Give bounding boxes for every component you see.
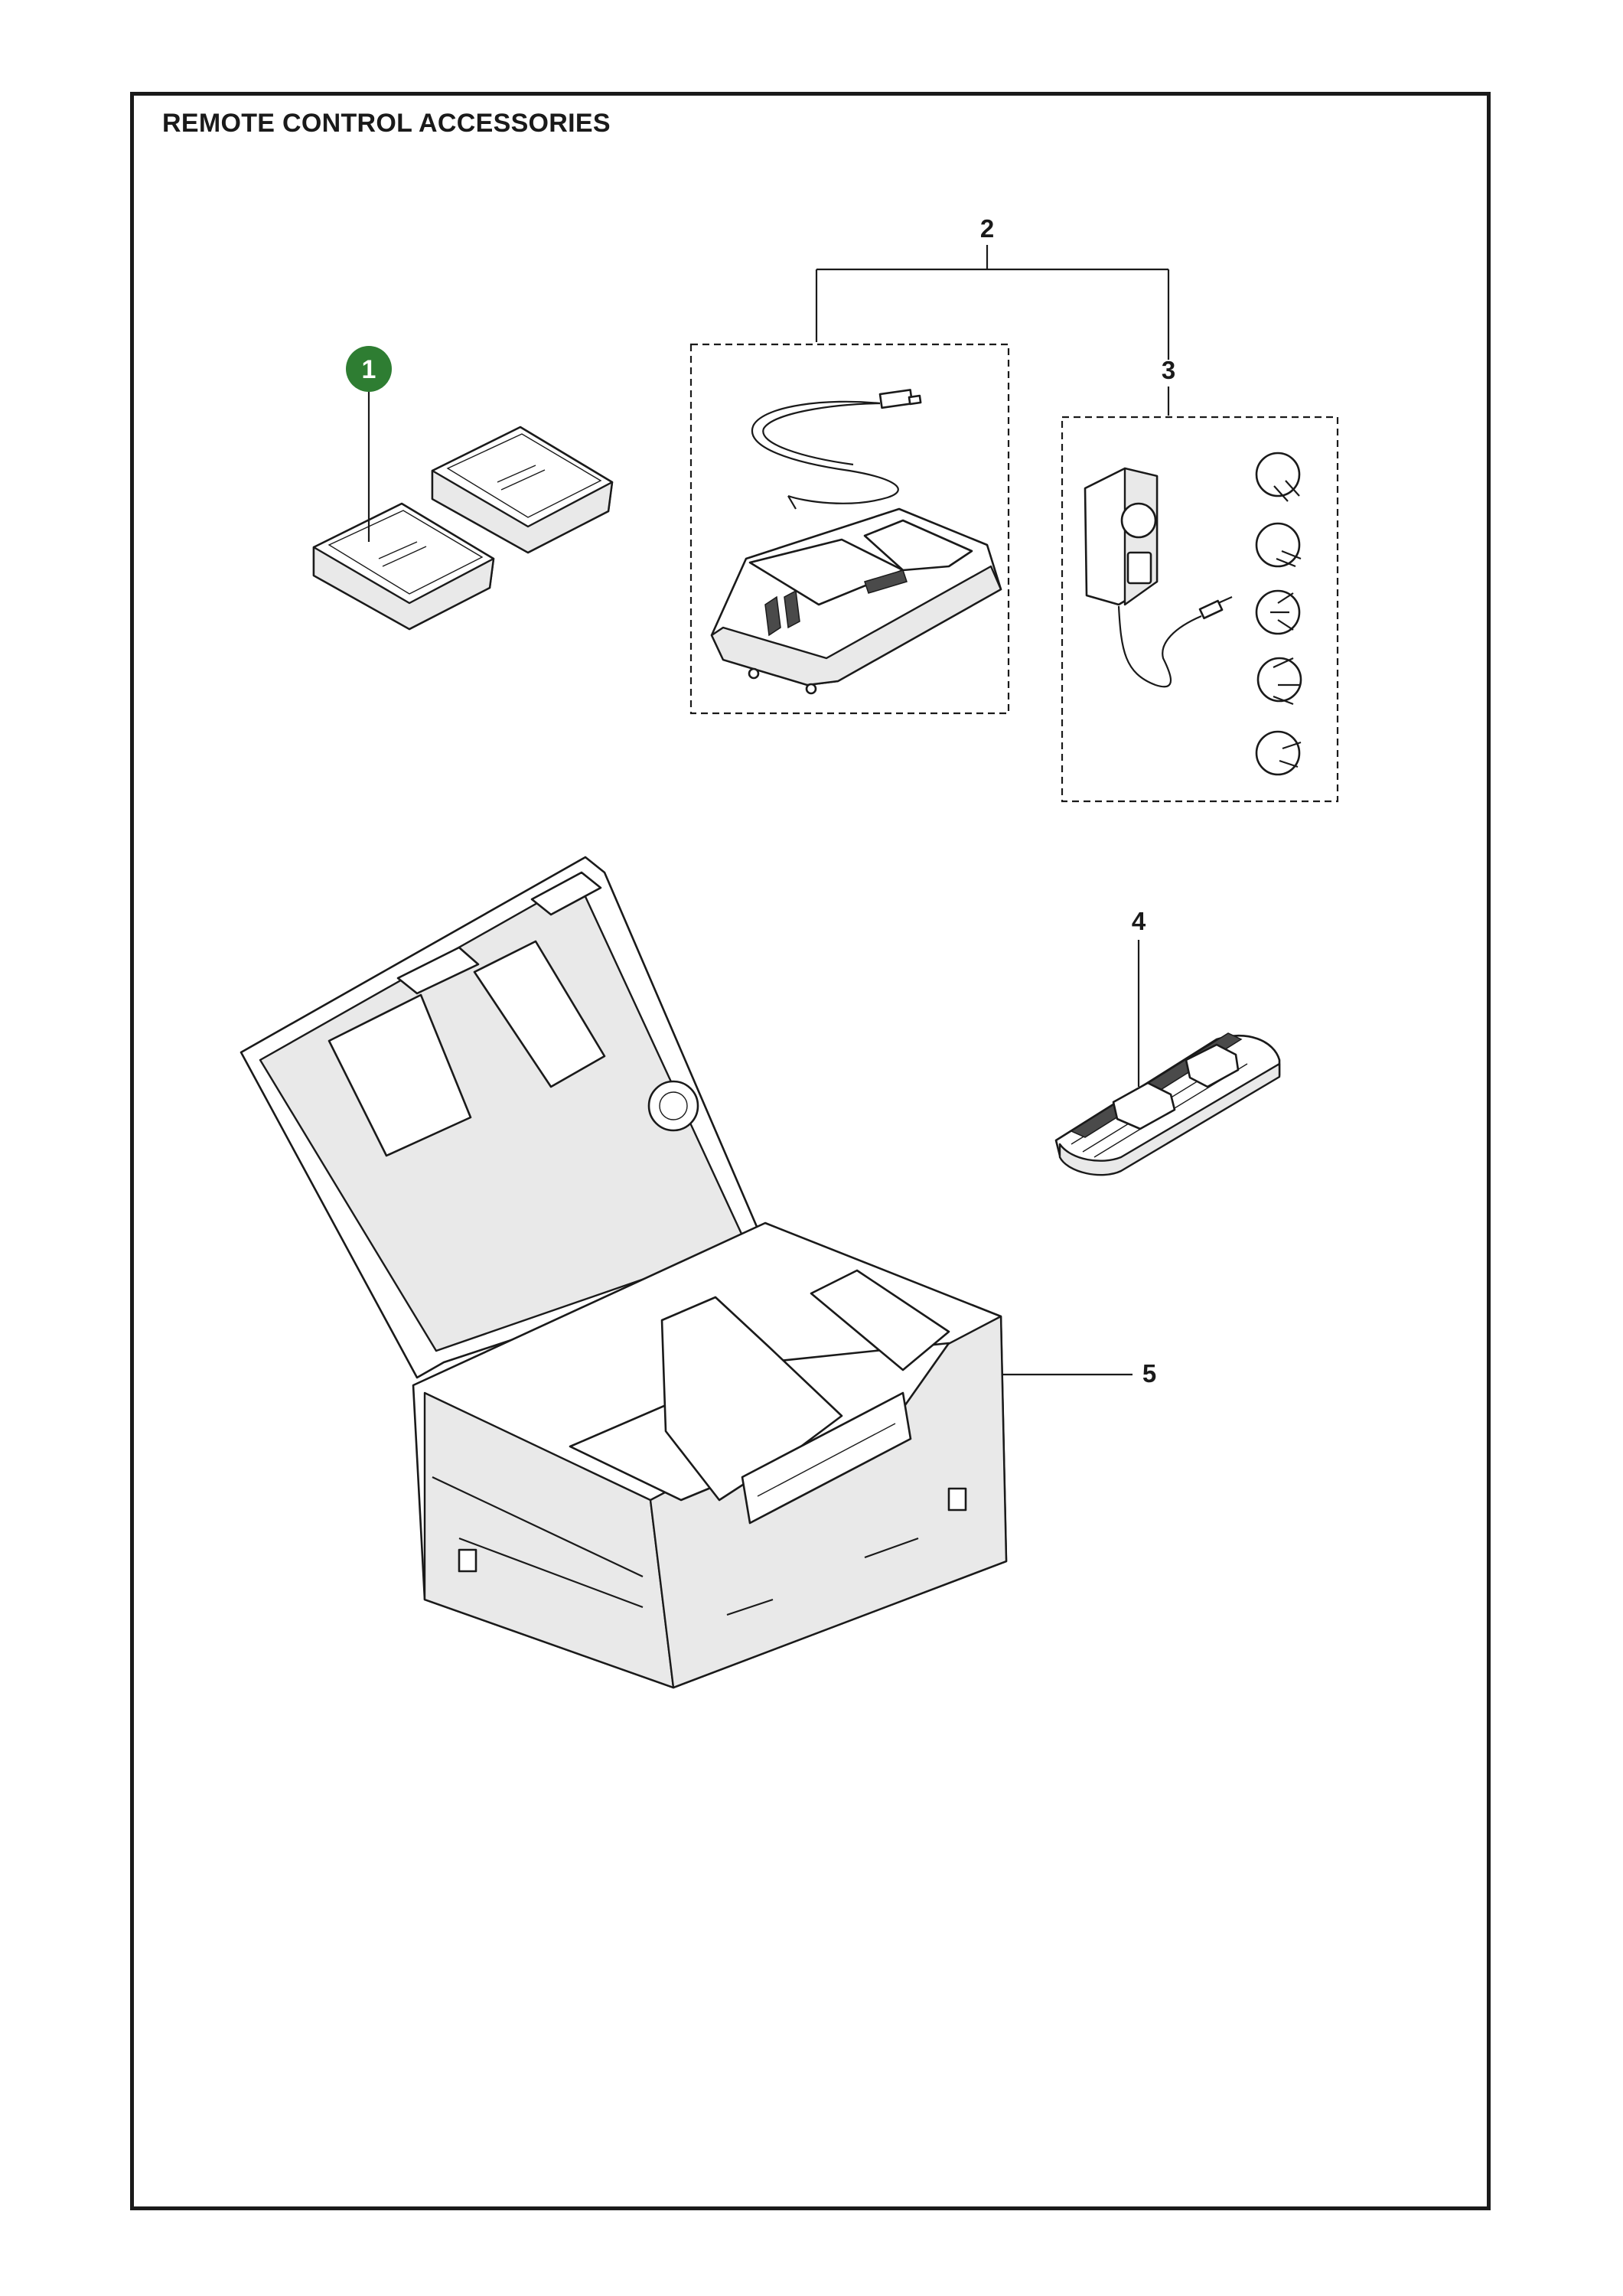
charger-base-illustration — [710, 507, 1002, 695]
callout-1: 1 — [362, 355, 376, 384]
callout-4: 4 — [1132, 907, 1146, 935]
callout-1-badge — [346, 346, 392, 392]
travel-plugs-illustration — [1255, 452, 1302, 776]
storage-case-illustration — [240, 856, 1008, 1689]
plug-us-icon — [1255, 522, 1302, 568]
diagram-frame — [130, 92, 1491, 2210]
callout-3: 3 — [1162, 356, 1175, 384]
plug-eu-icon — [1255, 452, 1301, 502]
battery-holder-illustration — [1054, 1032, 1281, 1176]
charger-cable-illustration — [751, 389, 922, 510]
plug-uk-icon — [1256, 657, 1302, 706]
adapter-group-box — [1061, 416, 1339, 803]
page-title: REMOTE CONTROL ACCESSORIES — [162, 109, 611, 138]
plug-au-icon — [1255, 589, 1301, 635]
callout-2: 2 — [980, 214, 994, 243]
charger-kit-group-box — [689, 343, 1010, 715]
callout-5: 5 — [1142, 1359, 1156, 1388]
power-adapter-illustration — [1084, 467, 1233, 688]
plug-extra-icon — [1255, 730, 1302, 776]
battery-pack-illustration — [312, 426, 614, 631]
